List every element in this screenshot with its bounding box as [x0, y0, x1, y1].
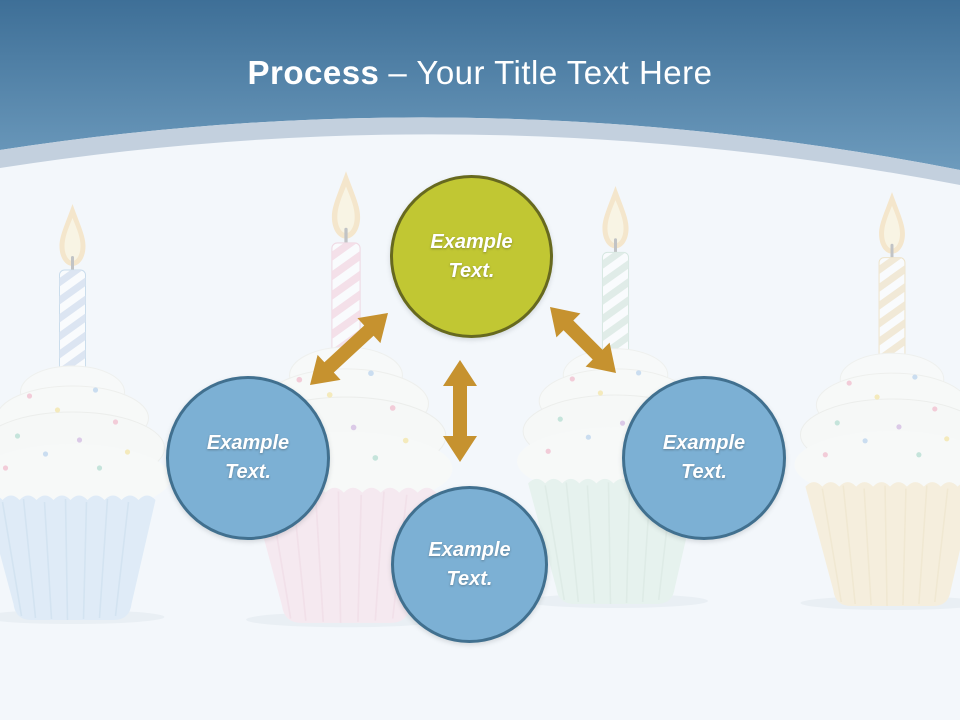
- baking-cup: [805, 482, 960, 607]
- sprinkles: [822, 374, 950, 458]
- double-arrow-top-left-icon: [310, 313, 388, 385]
- node-label-line: Example: [206, 432, 290, 454]
- node-label-line: Text.: [681, 461, 727, 483]
- title-subtitle: – Your Title Text Here: [388, 54, 713, 91]
- cupcake-yellow-image: [783, 184, 960, 612]
- title-keyword: Process: [247, 54, 380, 91]
- frosting: [0, 365, 171, 512]
- baking-cup: [0, 495, 156, 621]
- page-title: Process– Your Title Text Here: [0, 54, 960, 92]
- process-node-right: Example Text.: [622, 376, 786, 540]
- process-node-left: Example Text.: [166, 376, 330, 540]
- process-node-bottom: Example Text.: [391, 486, 548, 643]
- double-arrow-top-right-icon: [550, 307, 616, 373]
- header-banner: [0, 0, 960, 185]
- node-label-line: Example: [428, 538, 511, 561]
- node-label-line: Text.: [446, 567, 493, 590]
- node-label-line: Example: [662, 432, 746, 454]
- sprinkles: [2, 387, 131, 471]
- cupcake-blue-image: [0, 196, 180, 626]
- node-label-line: Text.: [448, 259, 495, 282]
- node-label-line: Example: [430, 230, 513, 253]
- node-label-line: Text.: [225, 461, 271, 483]
- process-node-top: Example Text.: [390, 175, 553, 338]
- frosting: [794, 352, 960, 499]
- double-arrow-vertical-icon: [443, 360, 477, 462]
